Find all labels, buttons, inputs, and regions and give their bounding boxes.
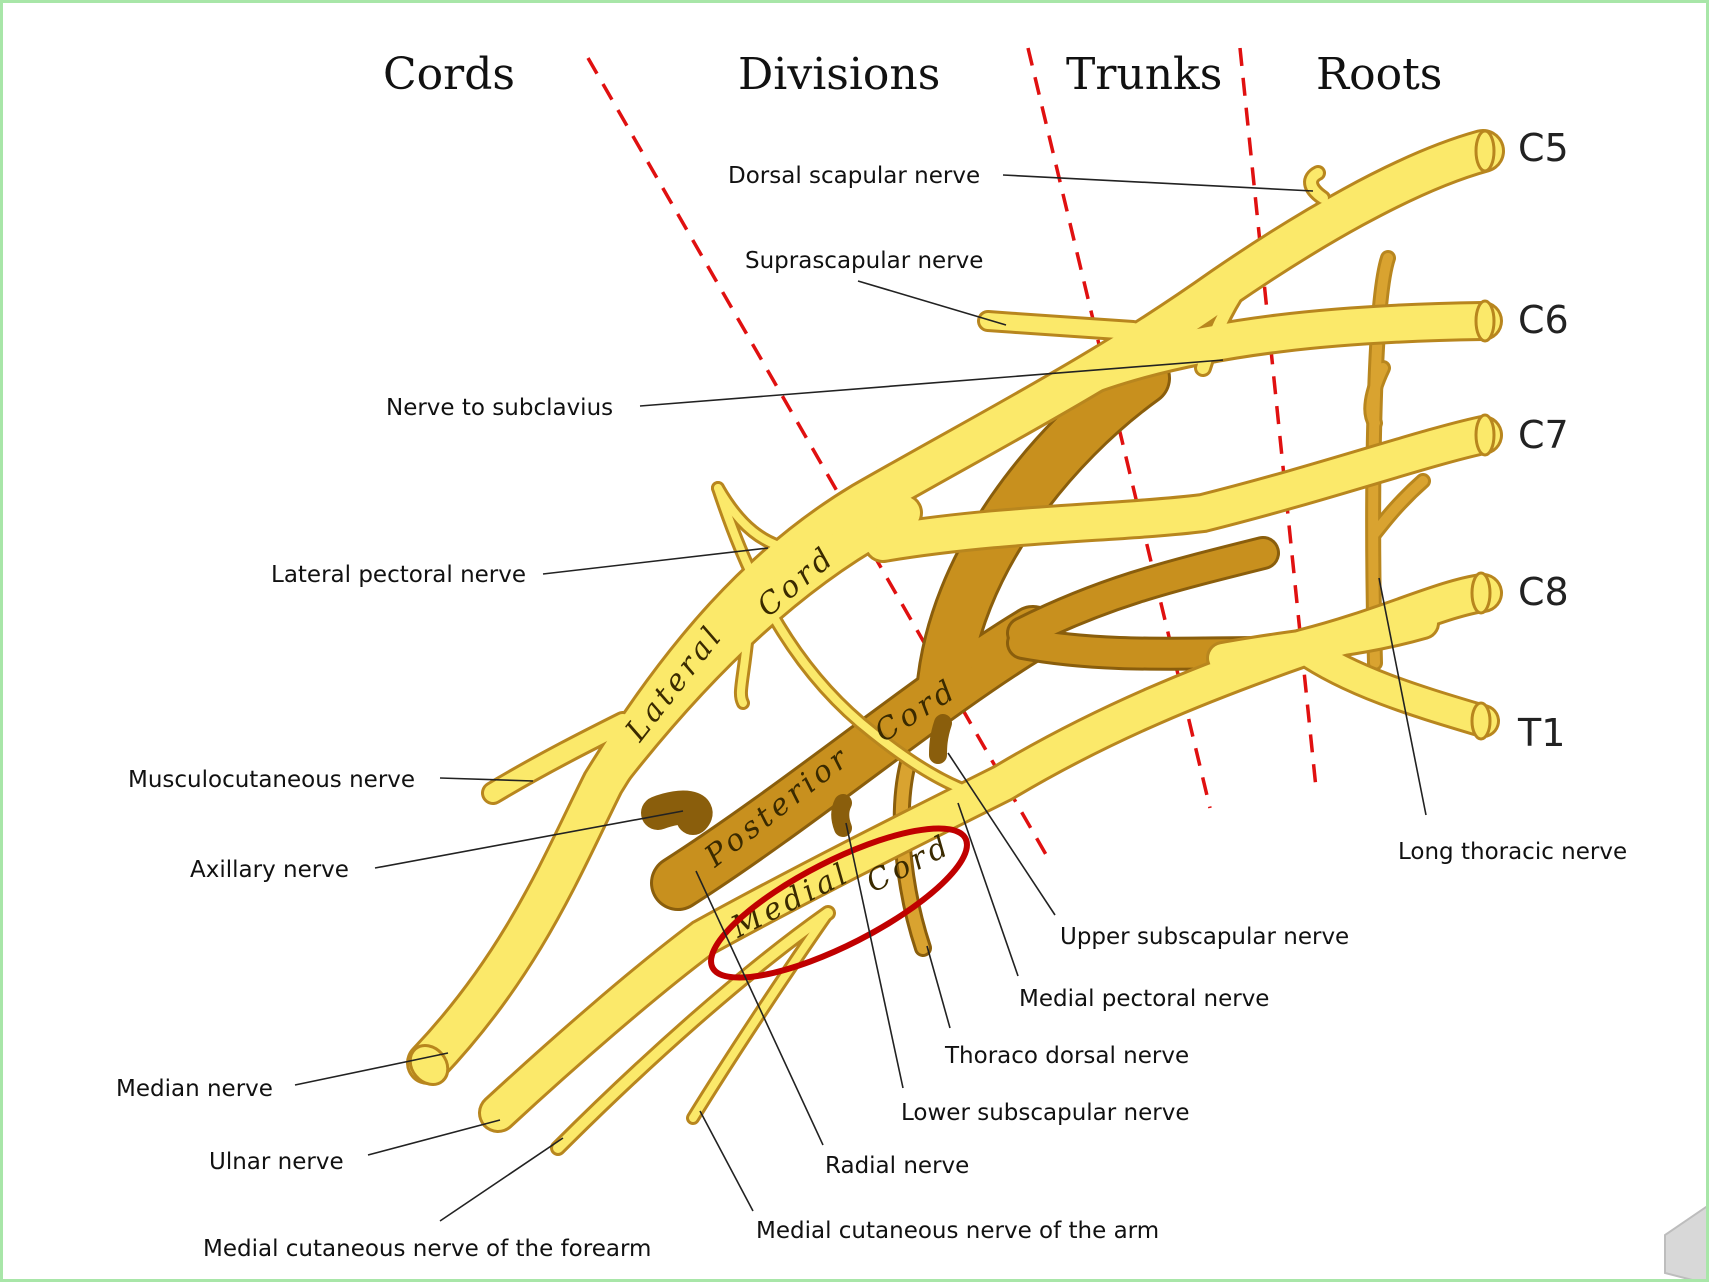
root-c6: C6 [1518, 298, 1569, 342]
brachial-plexus-diagram: Cords Divisions Trunks Roots [3, 3, 1709, 1282]
root-c7: C7 [1518, 413, 1569, 457]
label-suprascapular: Suprascapular nerve [745, 248, 983, 274]
label-long-thoracic: Long thoracic nerve [1398, 839, 1627, 865]
header-divisions: Divisions [738, 49, 940, 100]
nerve-network [402, 131, 1494, 1148]
label-thoracodorsal: Thoraco dorsal nerve [944, 1043, 1189, 1069]
root-c5: C5 [1518, 126, 1569, 170]
header-cords: Cords [383, 49, 515, 100]
root-c8: C8 [1518, 570, 1569, 614]
label-radial: Radial nerve [825, 1153, 969, 1179]
header-roots: Roots [1316, 49, 1442, 100]
label-medial-pectoral: Medial pectoral nerve [1019, 986, 1269, 1012]
label-lower-subscapular: Lower subscapular nerve [901, 1100, 1189, 1126]
label-lateral-pectoral: Lateral pectoral nerve [271, 562, 526, 588]
label-median: Median nerve [116, 1076, 273, 1102]
slide-corner-widget[interactable] [1665, 1203, 1709, 1282]
label-axillary: Axillary nerve [190, 857, 349, 883]
header-trunks: Trunks [1066, 49, 1222, 100]
root-t1: T1 [1517, 711, 1565, 755]
label-dorsal-scapular: Dorsal scapular nerve [728, 163, 980, 189]
label-musculocutaneous: Musculocutaneous nerve [128, 767, 415, 793]
label-medial-cutaneous-arm: Medial cutaneous nerve of the arm [756, 1218, 1159, 1244]
label-upper-subscapular: Upper subscapular nerve [1060, 924, 1349, 950]
label-ulnar: Ulnar nerve [209, 1149, 344, 1175]
label-nerve-to-subclavius: Nerve to subclavius [386, 395, 613, 421]
label-medial-cutaneous-forearm: Medial cutaneous nerve of the forearm [203, 1236, 651, 1262]
